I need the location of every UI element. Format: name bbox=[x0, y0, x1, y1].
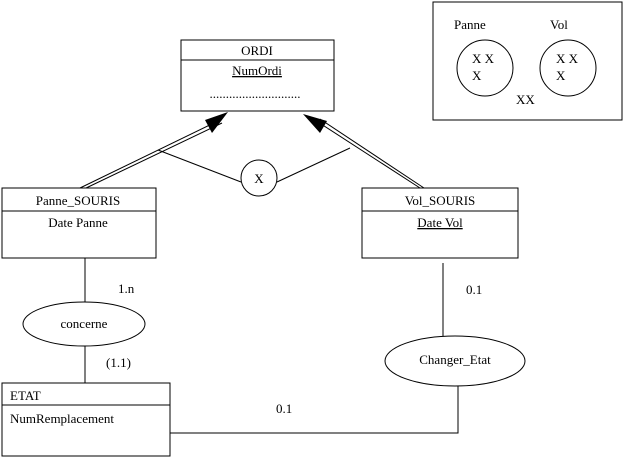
legend-set-b-circle bbox=[539, 39, 597, 97]
exclusion-label: X bbox=[254, 171, 264, 186]
arrowhead-left bbox=[205, 112, 228, 133]
entity-ordi-key: NumOrdi bbox=[232, 63, 282, 78]
legend-set-a-label: Panne bbox=[454, 17, 486, 32]
legend-set-b-elements-2: X bbox=[556, 68, 566, 83]
entity-vol-attribute: Date Vol bbox=[417, 215, 463, 230]
card-changer-vol: 0.1 bbox=[466, 282, 482, 297]
legend-set-a-elements-2: X bbox=[472, 68, 482, 83]
entity-panne-attribute: Date Panne bbox=[48, 215, 108, 230]
entity-ordi: ORDI NumOrdi ...........................… bbox=[180, 39, 335, 112]
association-concerne: concerne bbox=[22, 301, 146, 347]
legend-outside-elements: XX bbox=[516, 92, 535, 107]
entity-etat-name: ETAT bbox=[10, 388, 41, 403]
exclusion-constraint: X bbox=[240, 159, 278, 197]
card-concerne-panne: 1.n bbox=[118, 281, 135, 296]
inheritance-panne-to-ordi bbox=[79, 119, 223, 190]
entity-etat: ETAT NumRemplacement bbox=[1, 382, 171, 457]
arrowhead-right bbox=[303, 114, 327, 133]
association-concerne-name: concerne bbox=[61, 316, 108, 331]
entity-panne-name: Panne_SOURIS bbox=[36, 193, 121, 208]
card-concerne-etat: (1.1) bbox=[106, 355, 131, 370]
association-changer-etat-name: Changer_Etat bbox=[419, 352, 491, 367]
legend-set-a-elements-1: X X bbox=[472, 51, 495, 66]
entity-vol-souris: Vol_SOURIS Date Vol bbox=[361, 187, 519, 259]
entity-vol-name: Vol_SOURIS bbox=[405, 193, 476, 208]
legend-set-b-elements-1: X X bbox=[556, 51, 579, 66]
entity-etat-attribute: NumRemplacement bbox=[10, 411, 114, 426]
entity-panne-souris: Panne_SOURIS Date Panne bbox=[1, 187, 157, 259]
legend-set-b-label: Vol bbox=[550, 17, 568, 32]
entity-ordi-name: ORDI bbox=[241, 43, 273, 58]
inheritance-vol-to-ordi bbox=[317, 118, 425, 189]
card-changer-etat: 0.1 bbox=[276, 401, 292, 416]
legend-set-a-circle bbox=[456, 39, 514, 97]
association-changer-etat: Changer_Etat bbox=[384, 335, 526, 387]
legend-set-diagram: Panne Vol X X X X X X XX bbox=[432, 1, 623, 121]
entity-ordi-dots: ............................ bbox=[210, 86, 301, 101]
